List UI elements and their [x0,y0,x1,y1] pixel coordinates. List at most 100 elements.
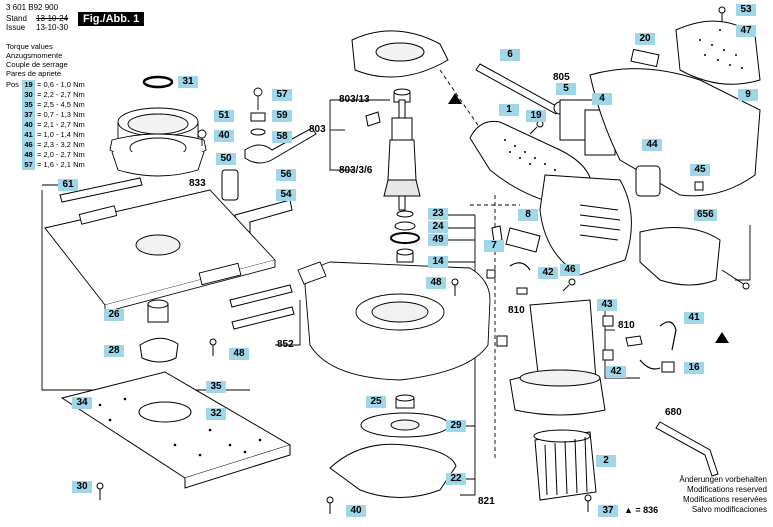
torque-title-es: Pares de apriete [6,69,62,78]
torque-pos-label: Pos [6,80,19,89]
bearing-803-13 [393,88,411,103]
torque-pos: 35 [22,100,35,110]
cable-42 [509,262,531,271]
main-housing [297,261,491,381]
footer-line-es: Salvo modificaciones [691,505,767,514]
label-16: 16 [684,362,704,374]
label-833: 833 [189,178,206,189]
label-43: 43 [597,299,617,311]
torque-pos: 48 [22,150,35,160]
torque-pos: 41 [22,130,35,140]
label-803: 803 [309,124,326,135]
eccentric-28 [139,337,179,363]
label-46: 46 [560,264,580,276]
ring-31 [142,75,174,89]
label-19: 19 [526,110,546,122]
label-9: 9 [738,89,758,101]
label-57: 57 [272,89,292,101]
footer-line-de: Änderungen vorbehalten [679,475,767,484]
part-44 [635,165,661,197]
label-51: 51 [214,110,234,122]
torque-pos: 40 [22,120,35,130]
torque-value: = 2,3 - 3,2 Nm [37,140,85,149]
torque-row: 48= 2,0 - 2,7 Nm [22,150,85,160]
label-42: 42 [538,267,558,279]
screw-30 [96,482,104,500]
motor-housing [509,299,606,416]
footer-line-fr: Modifications reservées [682,495,767,504]
torque-pos: 30 [22,90,35,100]
torque-value: = 2,0 - 2,7 Nm [37,150,85,159]
part-45 [694,181,704,191]
label-25: 25 [366,396,386,408]
screw-40 [197,129,207,146]
label-48-b: 48 [426,277,446,289]
washer-58 [250,128,266,136]
label-29: 29 [446,420,466,432]
cable-41 [659,321,677,351]
label-30: 30 [72,481,92,493]
torque-row: 40= 2,1 - 2,7 Nm [22,120,85,130]
torque-row: 30= 2,2 - 2,7 Nm [22,90,85,100]
screw-57 [253,87,263,110]
label-45: 45 [690,164,710,176]
label-810: 810 [508,305,525,316]
sanding-pad-34 [60,371,292,489]
label-14: 14 [428,256,448,268]
torque-row: 19= 0,6 - 1,0 Nm [22,80,85,90]
screw-19 [529,120,544,135]
dust-box-holes [699,29,743,69]
bracket-656 [735,225,751,281]
screw-46 [562,278,576,292]
hex-key-680 [655,421,719,477]
torque-row: 37= 0,7 - 1,3 Nm [22,110,85,120]
base-22 [329,443,457,498]
ring-24 [394,221,416,231]
rail-61 [59,177,143,203]
torque-pos: 57 [22,160,35,170]
hole-pattern [98,397,262,457]
label-35: 35 [206,381,226,393]
label-821: 821 [478,496,495,507]
label-42-b: 42 [606,366,626,378]
label-803-3-6: 803/3/6 [339,165,373,176]
label-2: 2 [596,455,616,467]
label-47: 47 [736,25,756,37]
stand-label: Stand [6,14,27,23]
label-5: 5 [556,83,576,95]
label-810-b: 810 [618,320,635,331]
housing-9 [589,68,761,197]
bearing-26 [147,299,169,323]
bracket-43 [604,310,640,379]
fan-29 [360,412,450,438]
label-23: 23 [428,208,448,220]
label-61: 61 [58,179,78,191]
label-41: 41 [684,312,704,324]
cover-656 [639,227,721,286]
torque-value: = 2,1 - 2,7 Nm [37,120,85,129]
screw-48-left [209,338,217,356]
doc-number: 3 601 B92 900 [6,3,59,12]
torque-value: = 1,6 - 2,1 Nm [37,160,85,169]
base-plate-assembly [44,189,276,313]
part-810 [516,287,528,295]
label-49: 49 [428,234,448,246]
label-44: 44 [642,139,662,151]
bearing-25 [395,394,415,409]
label-1: 1 [499,104,519,116]
label-852: 852 [277,339,294,350]
torque-value: = 0,6 - 1,0 Nm [37,80,85,89]
part-16 [661,361,675,373]
torque-value: = 1,0 - 1,4 Nm [37,130,85,139]
bushing-59 [250,112,266,122]
label-58: 58 [272,131,292,143]
label-53: 53 [736,4,756,16]
lever-56 [244,127,317,164]
label-56: 56 [276,169,296,181]
torque-title-de: Anzugsmomente [6,51,63,60]
stand-date: 13-10-24 [36,14,69,23]
vents [579,204,621,241]
screw-40-bottom [326,496,334,514]
screw-656 [721,269,750,290]
